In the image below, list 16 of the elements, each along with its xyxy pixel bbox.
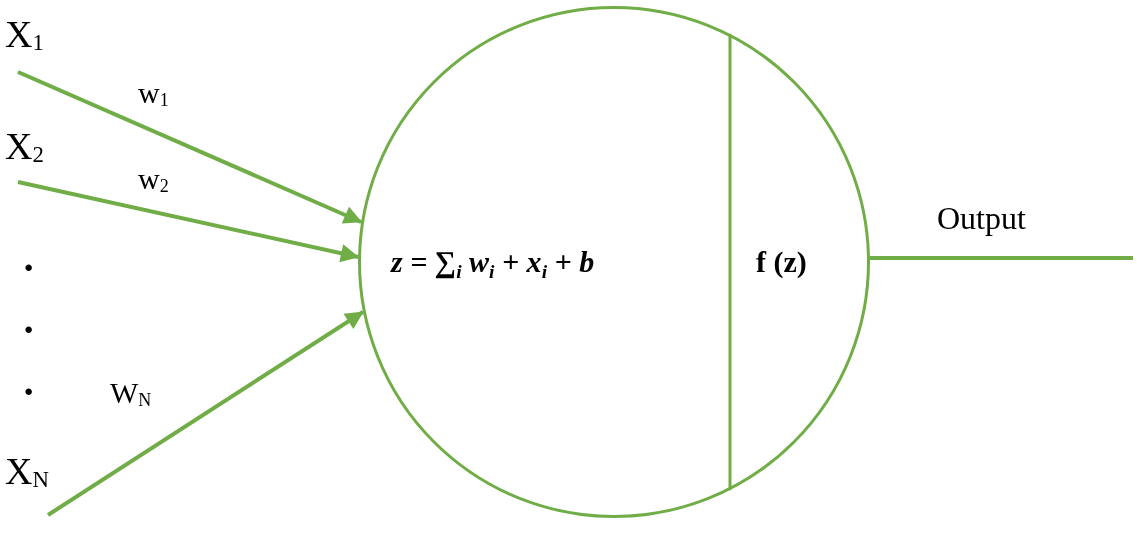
edge-label: w$_{2}$ [138,164,169,195]
arrow [17,180,359,263]
sum-formula: z = ∑$_{i}$ w$_{i}$ + x$_{i}$ + b [391,245,595,283]
input-label: X$_{N}$ [5,450,49,492]
ellipsis-dot: · [22,310,36,350]
ellipsis-dot: · [22,248,36,288]
input-label: X$_{2}$ [5,125,44,167]
edge-label: w$_{1}$ [138,78,169,109]
arrow [46,310,364,517]
input-label: X$_{1}$ [5,13,44,55]
activation-function: f (z) [756,245,807,279]
arrow [17,70,363,224]
neuron-circle [358,6,870,518]
edge-label: W$_{N}$ [110,378,152,409]
edge-label: Output [937,202,1026,234]
ellipsis-dot: · [22,372,36,412]
